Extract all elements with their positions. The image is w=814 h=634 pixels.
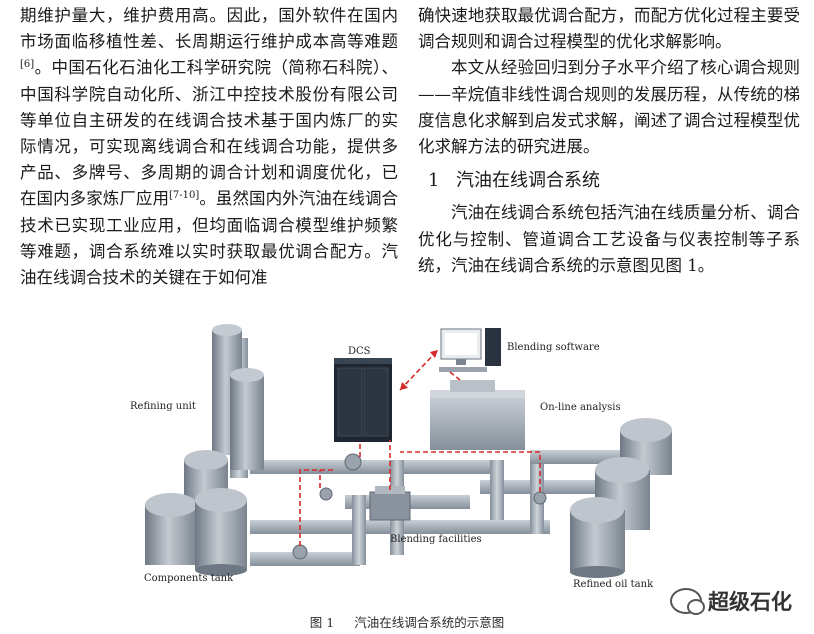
caption-label: 图 1 — [309, 615, 335, 630]
components-tanks — [145, 450, 247, 576]
label-refining-unit: Refining unit — [130, 401, 196, 412]
citation-ref[interactable]: [7-10] — [169, 190, 200, 202]
text-run: 。中国石化石油化工科学研究院（简称石科院）、中国科学院自动化所、浙江中控技术股份… — [20, 58, 398, 209]
left-column: 期维护量大，维护费用高。因此，国外软件在国内市场面临移植性差、长周期运行维护成本… — [20, 3, 398, 291]
refined-oil-tanks — [570, 418, 672, 578]
watermark-text: 超级石化 — [708, 590, 792, 614]
label-blending-software: Blending software — [507, 342, 600, 353]
label-dcs: DCS — [348, 346, 371, 357]
refining-unit-towers — [212, 324, 264, 470]
right-paragraph-1: 确快速地获取最优调合配方，而配方优化过程主要受调合规则和调合过程模型的优化求解影… — [418, 6, 800, 52]
citation-ref[interactable]: [6] — [20, 59, 35, 71]
section-title: 汽油在线调合系统 — [456, 170, 600, 192]
caption-text: 汽油在线调合系统的示意图 — [354, 615, 505, 630]
right-paragraph-3: 汽油在线调合系统包括汽油在线质量分析、调合优化与控制、管道调合工艺设备与仪表控制… — [418, 203, 800, 275]
right-column: 确快速地获取最优调合配方，而配方优化过程主要受调合规则和调合过程模型的优化求解影… — [418, 3, 800, 279]
right-paragraph-2: 本文从经验回归到分子水平介绍了核心调合规则——辛烷值非线性调合规则的发展历程，从… — [418, 58, 800, 157]
left-paragraph: 期维护量大，维护费用高。因此，国外软件在国内市场面临移植性差、长周期运行维护成本… — [20, 3, 398, 291]
label-components-tank: Components tank — [144, 573, 234, 584]
dcs-cabinet — [334, 358, 392, 442]
wechat-icon — [670, 588, 705, 615]
figure-caption: 图 1 汽油在线调合系统的示意图 — [0, 612, 814, 631]
figure-1: DCS Blending software Refining unit On-l… — [100, 320, 714, 604]
section-number: 1 — [428, 170, 440, 192]
label-online-analysis: On-line analysis — [540, 402, 621, 413]
blending-facilities-unit — [369, 486, 411, 521]
blending-system-diagram: DCS Blending software Refining unit On-l… — [130, 324, 672, 590]
online-analysis-unit — [430, 380, 525, 450]
label-blending-facilities: Blending facilities — [390, 534, 482, 545]
label-refined-oil-tank: Refined oil tank — [573, 579, 654, 590]
valves — [292, 453, 547, 560]
signal-arrows — [400, 350, 438, 390]
signal-lines — [299, 349, 541, 546]
section-heading: 1 汽油在线调合系统 — [418, 168, 800, 194]
watermark: 超级石化 — [670, 586, 792, 616]
computer-workstation — [439, 328, 501, 372]
text-run: 期维护量大，维护费用高。因此，国外软件在国内市场面临移植性差、长周期运行维护成本… — [20, 6, 398, 52]
text-run: 。虽然国内外汽油在线调合技术已实现工业应用，但均面临调合模型维护频繁等难题，调合… — [20, 189, 399, 288]
